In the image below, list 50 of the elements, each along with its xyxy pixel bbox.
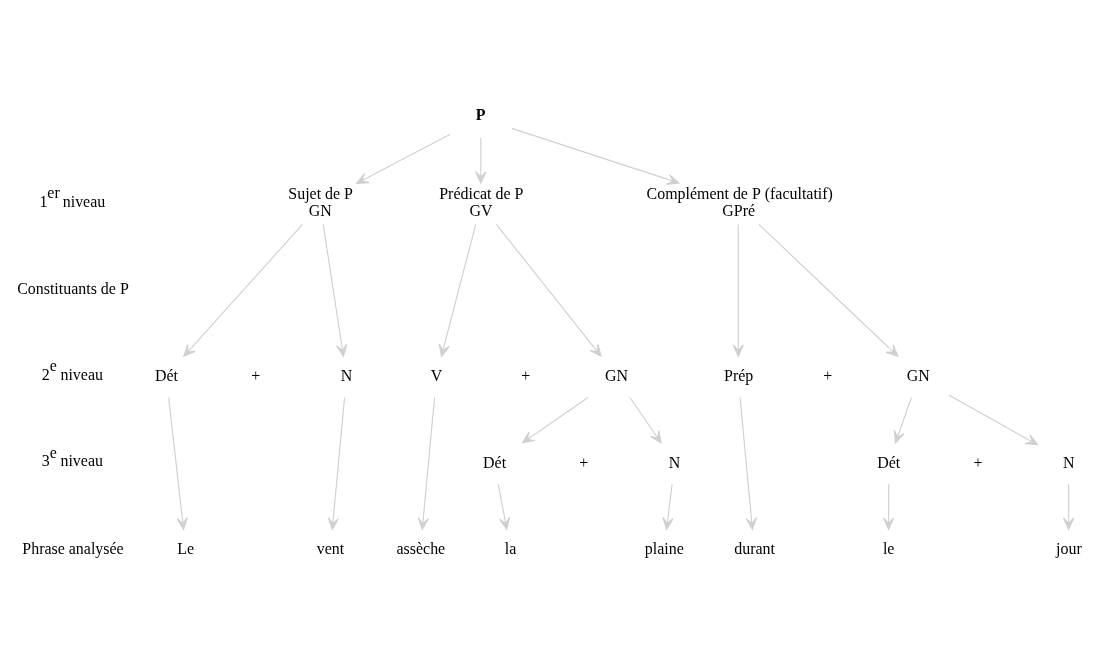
node-text: Le [177, 540, 195, 558]
node-text: Prédicat de P GV [439, 185, 524, 220]
arrow [168, 396, 188, 530]
arrow [522, 396, 589, 444]
node-text: jour [1056, 540, 1082, 558]
node-text: assèche [396, 540, 446, 558]
node-text: N [1062, 453, 1075, 471]
label: + [973, 453, 983, 471]
label: + [251, 367, 261, 384]
arrow [732, 223, 744, 357]
arrow [662, 483, 674, 530]
arrow [739, 396, 758, 530]
arrow [893, 396, 912, 444]
arrow [948, 394, 1038, 446]
arrow [1062, 483, 1075, 530]
node-text: Sujet de P GN [288, 185, 353, 220]
arrow [495, 223, 602, 357]
label: Constituants de P [17, 280, 129, 298]
node-text: GN [604, 367, 629, 384]
label: + [579, 453, 589, 471]
node-text: GN [906, 367, 930, 384]
arrow [629, 396, 662, 444]
node-text: Complément de P (facultatif) GPré [646, 185, 833, 220]
node-text: Prép [724, 367, 754, 384]
node-text: N [668, 453, 681, 471]
arrow [758, 223, 899, 357]
label: Phrase analysée [22, 540, 124, 558]
arrow [511, 127, 680, 185]
arrow [438, 223, 477, 357]
arrow [417, 396, 436, 530]
node-text: le [882, 540, 895, 558]
node-text: P [475, 106, 486, 124]
arrow [183, 223, 304, 357]
node-text: plaine [644, 540, 684, 558]
node-text: Dét [877, 453, 901, 471]
arrow [475, 137, 487, 184]
node-text: la [504, 540, 517, 558]
arrow [882, 483, 895, 530]
node-text: V [430, 367, 443, 384]
arrow [327, 396, 346, 530]
arrow [497, 483, 511, 530]
node-text: vent [316, 540, 345, 558]
node-text: N [340, 367, 353, 384]
node-text: durant [734, 540, 775, 558]
arrow [356, 133, 451, 184]
label: + [521, 367, 531, 384]
arrow [322, 223, 348, 357]
node-text: Dét [155, 367, 179, 384]
label: + [823, 367, 833, 384]
node-text: Dét [483, 453, 507, 471]
